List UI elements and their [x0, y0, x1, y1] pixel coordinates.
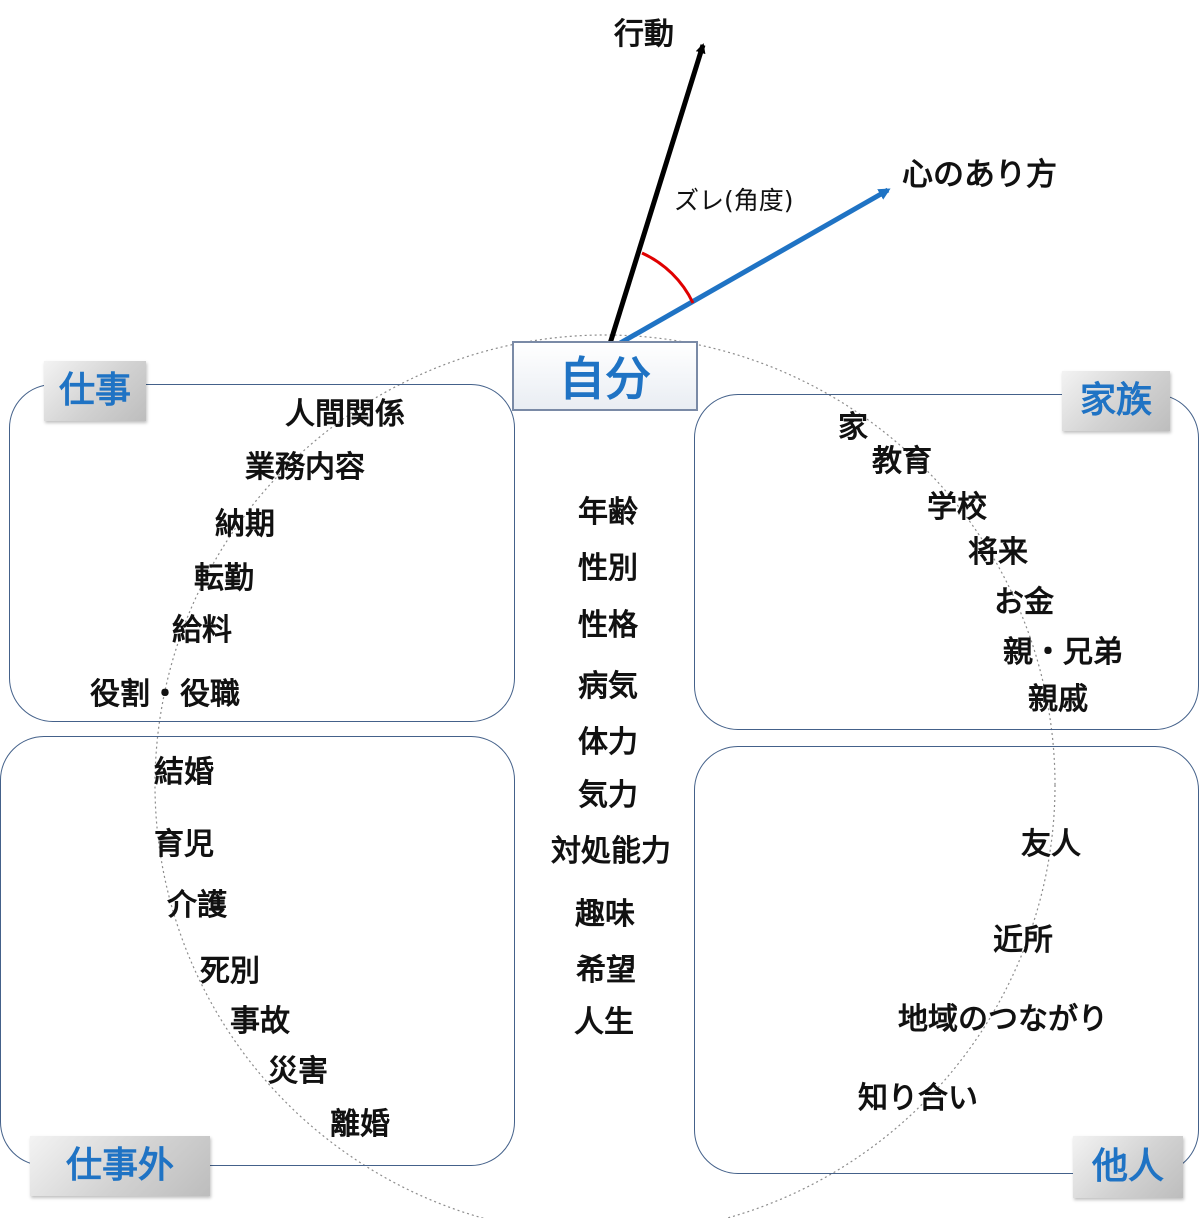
- self-item-gender: 性別: [578, 551, 638, 586]
- outside-work-tag: 仕事外: [30, 1136, 210, 1196]
- self-item-illness: 病気: [578, 669, 638, 704]
- self-item-hope: 希望: [576, 953, 636, 988]
- self-item-personality: 性格: [578, 608, 638, 643]
- outside-item-marriage: 結婚: [154, 755, 214, 790]
- self-item-willpower: 気力: [578, 778, 638, 813]
- others-box: [694, 746, 1199, 1174]
- work-item-role: 役割・役職: [90, 677, 240, 712]
- mind-arrow: [606, 187, 891, 353]
- work-tag: 仕事: [44, 361, 146, 421]
- others-tag: 他人: [1073, 1136, 1183, 1198]
- work-item-duties: 業務内容: [245, 450, 365, 485]
- self-item-hobbies: 趣味: [575, 897, 635, 932]
- family-item-education: 教育: [872, 444, 932, 479]
- outside-item-accident: 事故: [230, 1004, 290, 1039]
- others-item-friends: 友人: [1021, 827, 1081, 862]
- others-item-neighbors: 近所: [993, 923, 1053, 958]
- behavior-arrow: [605, 43, 706, 351]
- family-item-house: 家: [838, 410, 868, 445]
- outside-work-box: [0, 736, 515, 1166]
- gap-label: ズレ(角度): [674, 186, 794, 215]
- outside-item-disaster: 災害: [268, 1054, 328, 1089]
- family-item-school: 学校: [927, 490, 987, 525]
- mind-label: 心のあり方: [902, 157, 1057, 193]
- self-item-life: 人生: [574, 1005, 634, 1040]
- family-item-parents-siblings: 親・兄弟: [1003, 635, 1123, 670]
- gap-angle-arc: [641, 251, 695, 304]
- family-item-relatives: 親戚: [1028, 682, 1088, 717]
- outside-item-nursing: 介護: [167, 888, 227, 923]
- self-item-stamina: 体力: [578, 725, 638, 760]
- work-item-deadline: 納期: [215, 507, 275, 542]
- work-item-transfer: 転勤: [194, 561, 254, 596]
- self-item-age: 年齢: [578, 495, 638, 530]
- outside-item-bereavement: 死別: [200, 954, 260, 989]
- life-circle: [154, 334, 1056, 1218]
- family-item-future: 将来: [968, 535, 1028, 570]
- self-box: 自分: [512, 341, 698, 411]
- others-item-acquaintances: 知り合い: [858, 1081, 978, 1116]
- work-item-relationships: 人間関係: [285, 397, 405, 432]
- self-item-coping: 対処能力: [551, 834, 671, 869]
- family-box: [694, 394, 1199, 730]
- family-item-money: お金: [994, 585, 1054, 620]
- others-item-community: 地域のつながり: [898, 1002, 1108, 1037]
- outside-item-divorce: 離婚: [330, 1107, 390, 1142]
- behavior-label: 行動: [614, 17, 674, 52]
- family-tag: 家族: [1062, 371, 1170, 431]
- work-item-salary: 給料: [172, 613, 232, 648]
- work-box: [9, 384, 515, 722]
- outside-item-childcare: 育児: [154, 827, 214, 862]
